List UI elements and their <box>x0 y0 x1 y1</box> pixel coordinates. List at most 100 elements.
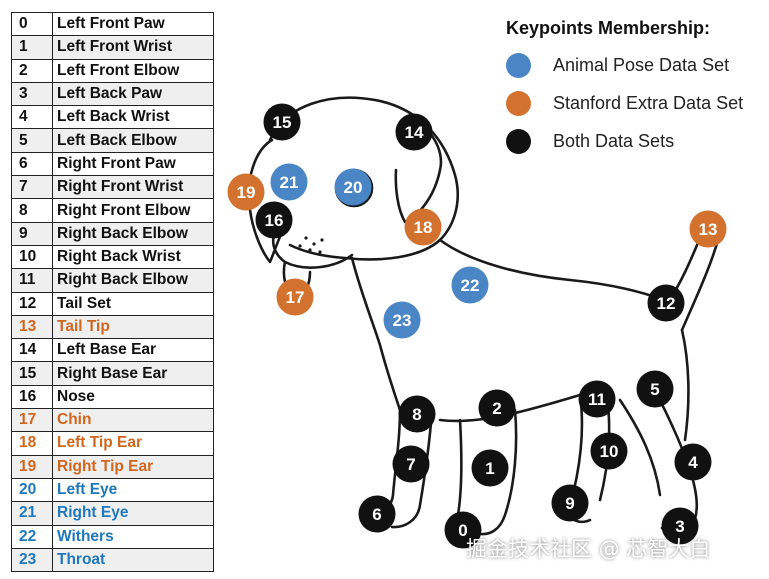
keypoint-name: Left Base Ear <box>52 338 214 363</box>
keypoint-index: 21 <box>11 501 53 526</box>
keypoint-marker-label: 21 <box>280 173 299 192</box>
keypoint-index: 7 <box>11 175 53 200</box>
keypoint-marker-dot <box>392 445 430 483</box>
dog-chest <box>350 256 402 412</box>
keypoint-marker-label: 7 <box>406 455 415 474</box>
dog-front-leg-left-back <box>478 408 518 536</box>
keypoint-index: 4 <box>11 105 53 130</box>
legend-dot-animal-pose <box>506 52 531 78</box>
legend-dot-both <box>506 128 531 154</box>
legend-label: Stanford Extra Data Set <box>553 92 744 113</box>
keypoint-marker-label: 6 <box>372 505 381 524</box>
keypoint-marker-2: 2 <box>478 389 516 427</box>
keypoint-marker-16: 16 <box>255 201 293 239</box>
keypoint-marker-label: 22 <box>461 276 480 295</box>
keypoint-name: Right Front Paw <box>52 151 214 177</box>
keypoint-marker-dot <box>398 395 436 433</box>
keypoint-marker-0: 0 <box>444 511 482 549</box>
keypoint-marker-14: 14 <box>395 113 433 151</box>
keypoint-marker-15: 15 <box>263 103 301 141</box>
keypoint-index: 18 <box>11 431 53 456</box>
keypoint-name: Left Tip Ear <box>52 431 214 456</box>
legend-label: Both Data Sets <box>553 130 675 151</box>
dog-right-ear <box>247 138 289 264</box>
keypoint-name: Right Front Wrist <box>52 175 214 200</box>
keypoint-marker-dot <box>647 284 685 322</box>
keypoint-marker-label: 1 <box>485 459 494 478</box>
keypoint-marker-12: 12 <box>647 284 685 322</box>
keypoint-marker-3: 3 <box>661 507 699 545</box>
keypoint-marker-dot <box>395 113 433 151</box>
keypoint-index: 14 <box>11 338 53 363</box>
keypoint-name: Right Base Ear <box>52 361 214 386</box>
keypoint-marker-label: 12 <box>657 294 676 313</box>
keypoint-marker-dot <box>334 168 372 206</box>
keypoint-marker-22: 22 <box>451 266 489 304</box>
keypoint-marker-11: 11 <box>578 380 616 418</box>
keypoint-name: Right Back Wrist <box>52 244 214 270</box>
keypoint-marker-label: 20 <box>344 178 363 197</box>
keypoint-name: Tail Tip <box>52 314 214 340</box>
keypoint-index: 0 <box>11 11 53 37</box>
keypoint-marker-5: 5 <box>636 370 674 408</box>
dog-left-ear <box>394 116 443 224</box>
dog-rump <box>680 328 690 442</box>
keypoint-marker-1: 1 <box>471 449 509 487</box>
keypoint-marker-label: 17 <box>286 288 305 307</box>
keypoint-marker-dot <box>661 507 699 545</box>
legend-item-animal-pose: Animal Pose Data Set <box>496 46 766 84</box>
keypoint-marker-9: 9 <box>551 484 589 522</box>
keypoint-marker-20: 20 <box>334 168 372 206</box>
keypoint-name: Withers <box>52 524 214 549</box>
keypoint-index: 17 <box>11 408 53 433</box>
keypoint-marker-dot <box>255 201 293 239</box>
keypoint-marker-dot <box>451 266 489 304</box>
keypoint-marker-dot <box>276 278 314 316</box>
keypoint-marker-19: 19 <box>227 173 265 211</box>
keypoint-marker-21: 21 <box>270 163 308 201</box>
keypoint-marker-10: 10 <box>590 432 628 470</box>
keypoint-marker-label: 10 <box>600 442 619 461</box>
keypoint-marker-label: 18 <box>414 218 433 237</box>
keypoint-index: 16 <box>11 384 53 410</box>
keypoint-name: Left Back Wrist <box>52 105 214 130</box>
keypoint-name: Left Eye <box>52 477 214 503</box>
keypoint-name: Right Back Elbow <box>52 268 214 293</box>
keypoint-marker-label: 0 <box>458 521 467 540</box>
keypoint-marker-4: 4 <box>674 443 712 481</box>
keypoint-name: Left Back Elbow <box>52 128 214 153</box>
keypoint-index: 5 <box>11 128 53 153</box>
keypoint-marker-dot <box>578 380 616 418</box>
keypoint-name: Left Front Wrist <box>52 35 214 60</box>
keypoint-marker-dot <box>270 163 308 201</box>
dog-back-leg-left-inner <box>618 398 662 497</box>
keypoint-marker-dot <box>636 370 674 408</box>
keypoint-marker-label: 14 <box>405 123 424 142</box>
keypoint-marker-8: 8 <box>398 395 436 433</box>
keypoint-name: Right Back Elbow <box>52 221 214 246</box>
keypoint-index: 15 <box>11 361 53 386</box>
keypoint-index: 2 <box>11 58 53 83</box>
keypoint-name: Right Tip Ear <box>52 454 214 479</box>
keypoint-index: 10 <box>11 244 53 270</box>
keypoint-marker-label: 4 <box>688 453 698 472</box>
keypoint-marker-dot <box>404 208 442 246</box>
keypoint-name: Tail Set <box>52 291 214 316</box>
keypoint-marker-label: 19 <box>237 183 256 202</box>
legend-dot-stanford-extra <box>506 90 531 116</box>
